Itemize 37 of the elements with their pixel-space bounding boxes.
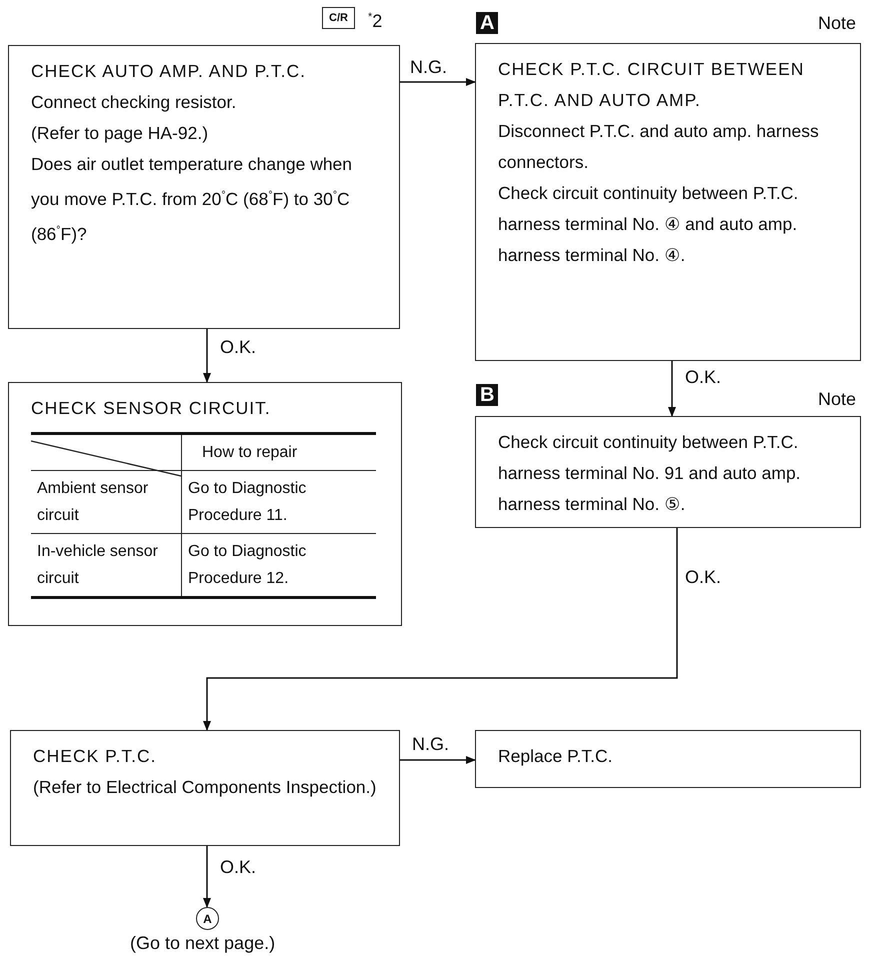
step-heading: CHECK SENSOR CIRCUIT. [31,397,272,420]
step-text: Check circuit continuity between P.T.C. harness terminal No. ④ and auto amp. harness terminal No. ④. [498,182,800,267]
row-header: Ambient sensor circuit [31,470,182,534]
step-heading: CHECK P.T.C. CIRCUIT BETWEEN P.T.C. AND AUTO AMP. [498,58,806,112]
step-text: Does air outlet temperature change when you move P.T.C. from 20$^{°}$C (68$^{°}$F) to 30$^{°}$C (86$^{°}$F)? [31,153,354,246]
process-box [10,730,400,846]
process-box [475,416,861,528]
arrow [400,756,476,764]
table-cell: Go to Diagnostic Procedure 11. [182,470,376,534]
note-text: Note [818,12,856,34]
arrow [203,528,678,731]
process-box [8,382,402,626]
step-heading: CHECK AUTO AMP. AND P.T.C. [31,60,307,83]
process-box [8,45,400,329]
arrow [668,361,676,417]
process-box [475,730,861,788]
row-header: In-vehicle sensor circuit [31,534,182,598]
footnote-mark: $^{*}$2 [368,10,382,32]
step-text: Disconnect P.T.C. and auto amp. harness connectors. [498,120,820,174]
arrow [203,329,211,383]
column-header: How to repair [182,434,376,470]
table-cell: Go to Diagnostic Procedure 12. [182,534,376,598]
step-letter: B [476,384,498,406]
step-text: (Refer to page HA-92.) [31,122,210,145]
continuation-note: (Go to next page.) [130,932,276,954]
connector-circle: A [196,907,219,930]
step-text: Connect checking resistor. [31,91,238,114]
arrow [400,78,476,86]
arrow [203,846,211,908]
step-heading: CHECK P.T.C. [33,745,158,768]
process-box [475,43,861,361]
step-letter: A [476,12,498,34]
note-text: Note [818,388,856,410]
code-tag: C/R [322,7,355,29]
step-text: Check circuit continuity between P.T.C. harness terminal No. 91 and auto amp. harness terminal No. ⑤. [498,431,802,516]
step-text: (Refer to Electrical Components Inspection.) [33,776,378,799]
step-text: Replace P.T.C. [498,745,614,768]
